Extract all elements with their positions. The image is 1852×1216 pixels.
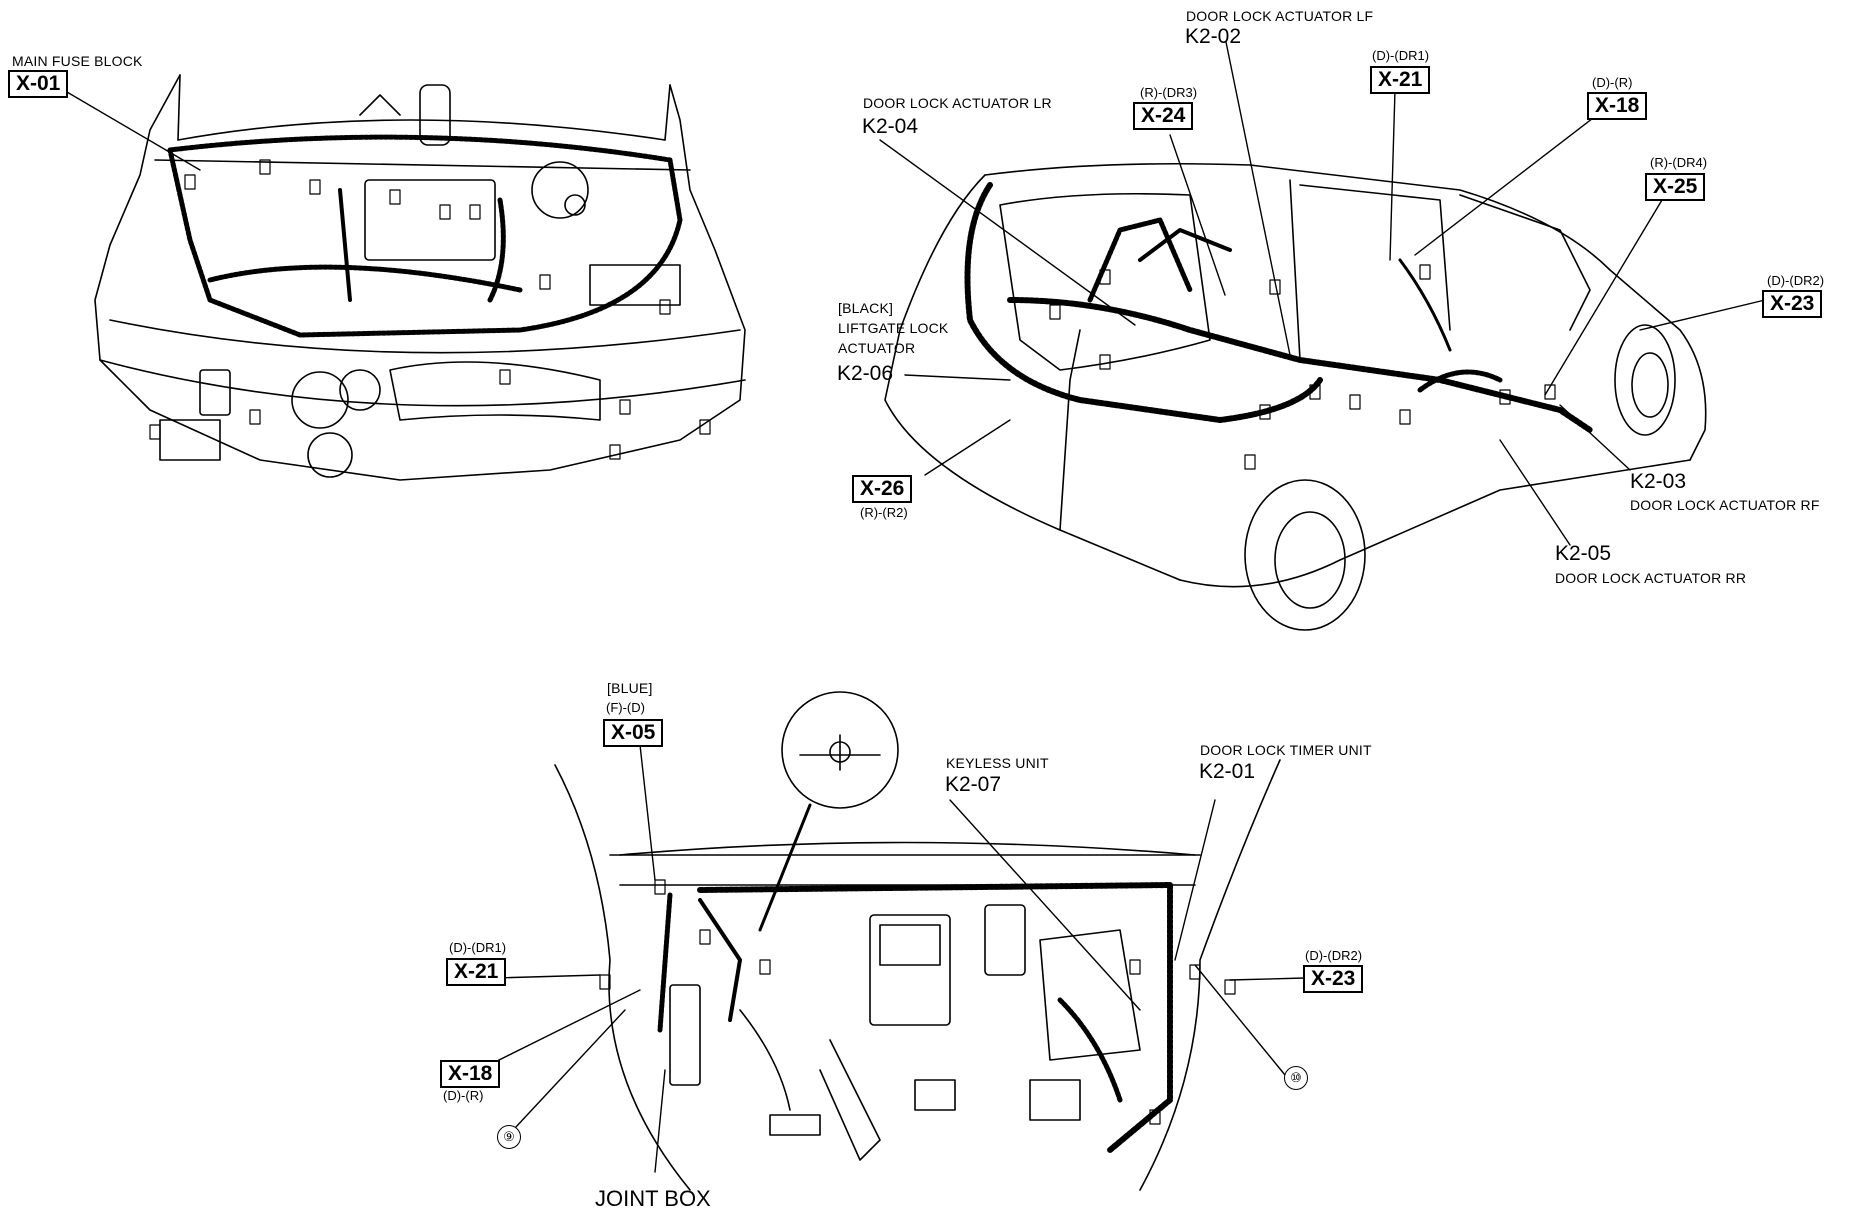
connector-x21-sub-body: (D)-(DR1) (1372, 48, 1430, 63)
liftgate-lock-actuator-code: K2-06 (837, 362, 894, 385)
door-lock-timer-unit-label: DOOR LOCK TIMER UNIT (1200, 742, 1372, 758)
vehicle-body-drawing (879, 41, 1766, 631)
door-lock-actuator-rr-label: DOOR LOCK ACTUATOR RR (1555, 570, 1747, 586)
dashboard-drawing (494, 691, 1306, 1191)
keyless-unit-label: KEYLESS UNIT (946, 755, 1049, 771)
main-fuse-block-label: MAIN FUSE BLOCK (12, 53, 143, 69)
connector-x25-sub: (R)-(DR4) (1650, 155, 1708, 170)
connector-x18-badge-body: X-18 (1587, 92, 1648, 120)
connector-x23-sub-dash: (D)-(DR2) (1305, 948, 1363, 963)
connector-x24-badge: X-24 (1133, 102, 1194, 130)
connector-x18-sub-body: (D)-(R) (1592, 75, 1633, 90)
connector-x23-badge-dash: X-23 (1303, 965, 1364, 993)
connector-x05-sub: (F)-(D) (606, 700, 645, 715)
connector-x23-badge-body: X-23 (1762, 290, 1823, 318)
connector-x21-badge-dash: X-21 (446, 958, 507, 986)
door-lock-actuator-rr-code: K2-05 (1555, 542, 1612, 565)
engine-compartment-drawing (54, 74, 746, 481)
connector-x26-badge: X-26 (852, 475, 913, 503)
liftgate-lock-label: LIFTGATE LOCK (838, 320, 949, 336)
joint-box-label: JOINT BOX (595, 1186, 711, 1211)
connector-x18-sub-dash: (D)-(R) (443, 1088, 484, 1103)
door-lock-timer-unit-code: K2-01 (1199, 760, 1256, 783)
connector-x21-badge-body: X-21 (1370, 66, 1431, 94)
door-lock-actuator-rf-label: DOOR LOCK ACTUATOR RF (1630, 497, 1820, 513)
connector-x26-sub: (R)-(R2) (860, 505, 908, 520)
reference-circle-10: ⑩ (1284, 1066, 1308, 1090)
door-lock-actuator-lr-label: DOOR LOCK ACTUATOR LR (863, 95, 1052, 111)
connector-x21-sub-dash: (D)-(DR1) (449, 940, 507, 955)
connector-x25-badge: X-25 (1645, 173, 1706, 201)
door-lock-actuator-rf-code: K2-03 (1630, 470, 1687, 493)
door-lock-actuator-lf-label: DOOR LOCK ACTUATOR LF (1186, 8, 1374, 24)
connector-x05-badge: X-05 (603, 719, 664, 747)
liftgate-color-label: [BLACK] (838, 300, 894, 316)
x05-color-label: [BLUE] (607, 680, 653, 696)
door-lock-actuator-lr-code: K2-04 (862, 115, 919, 138)
connector-x24-sub: (R)-(DR3) (1140, 85, 1198, 100)
connector-x23-sub-body: (D)-(DR2) (1767, 273, 1825, 288)
connector-x18-badge-dash: X-18 (440, 1060, 501, 1088)
liftgate-actuator-label: ACTUATOR (838, 340, 916, 356)
connector-x01-badge: X-01 (8, 70, 69, 98)
door-lock-actuator-lf-code: K2-02 (1185, 25, 1242, 48)
keyless-unit-code: K2-07 (945, 773, 1002, 796)
reference-circle-9: ⑨ (497, 1125, 521, 1149)
